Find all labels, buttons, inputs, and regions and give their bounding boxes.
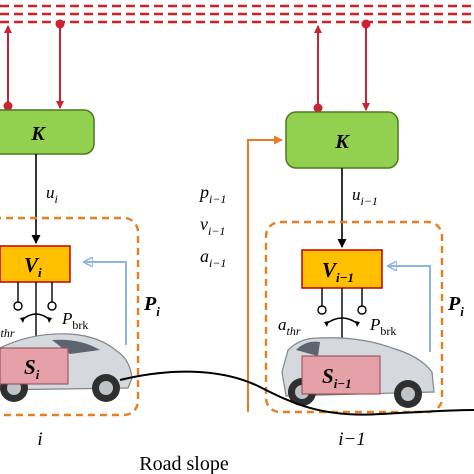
shared-state-position: pi−1 (198, 182, 226, 206)
road-slope-curve (119, 370, 474, 416)
brake-label-i-minus-1: Pbrk (369, 315, 396, 338)
bus-link-i-minus-1-up (313, 25, 323, 113)
platoon-label-i-minus-1: Pi (447, 293, 464, 319)
sensor-block-i-minus-1 (301, 355, 381, 395)
controller-label-i-minus-1: K (334, 131, 350, 153)
controller-label-i: K (30, 123, 46, 145)
brake-label-i: Pbrk (61, 309, 88, 332)
vehicle-index-i-minus-1: i−1 (338, 429, 366, 450)
pedal-linkage-i (13, 282, 57, 340)
shared-states: pi−1 vi−1 ai−1 (198, 182, 226, 270)
vehicle-index-i: i (37, 429, 42, 450)
platoon-box-i (0, 216, 140, 417)
road-slope-label: Road slope (139, 453, 229, 474)
bus-link-i-down (55, 19, 65, 109)
communication-bus (0, 4, 474, 24)
sensor-label-i: Si (24, 355, 40, 382)
feedback-arrow-i (84, 262, 127, 345)
actuator-block-i-minus-1 (301, 249, 383, 289)
control-signal-i-minus-1: ui−1 (352, 185, 378, 208)
controller-block-i (0, 109, 95, 155)
shared-state-acceleration: ai−1 (200, 246, 226, 270)
pedal-linkage-i-minus-1 (317, 288, 367, 346)
shared-state-velocity: vi−1 (200, 214, 225, 238)
actuator-block-i (0, 245, 71, 283)
sensor-label-i-minus-1: Si−1 (322, 364, 352, 391)
platoon-label-i: Pi (143, 293, 160, 319)
feedback-arrow-i-minus-1 (388, 266, 431, 352)
platoon-box-i-minus-1 (264, 220, 444, 414)
throttle-label-i-minus-1: athr (278, 315, 301, 338)
bus-link-i-minus-1-down (361, 19, 371, 111)
bus-link-i-up (3, 25, 13, 111)
throttle-label-i: athr (0, 317, 15, 340)
actuator-label-i-minus-1: Vi−1 (322, 258, 354, 285)
sensor-block-i (0, 347, 69, 385)
actuator-label-i: Vi (24, 253, 42, 280)
control-signal-i: ui (46, 183, 58, 206)
state-info-arrow (247, 135, 283, 412)
